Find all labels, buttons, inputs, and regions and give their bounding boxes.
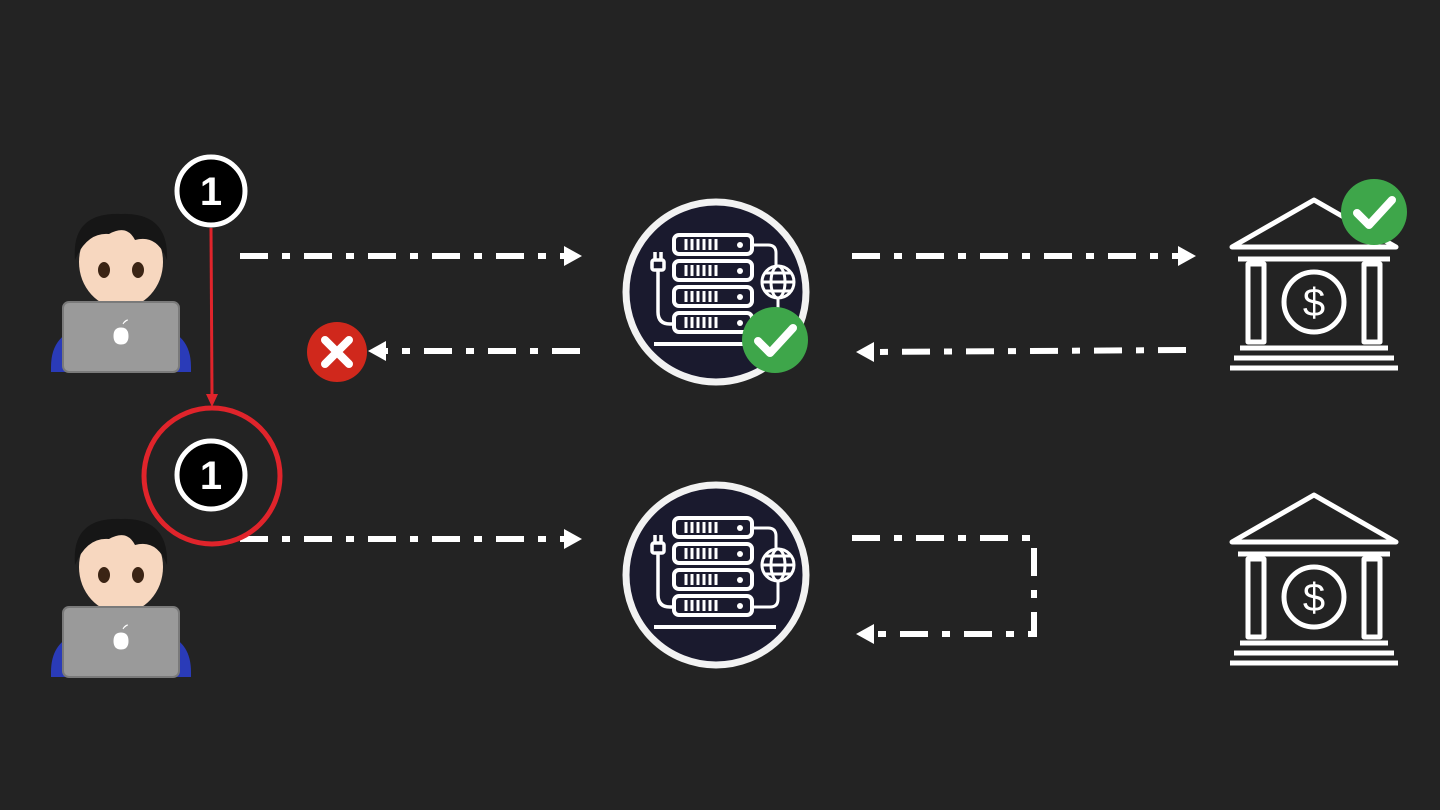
flow-arrow-server-to-user-failed	[368, 341, 580, 361]
x-icon-response-failed	[307, 322, 367, 382]
svg-text:1: 1	[200, 170, 222, 214]
user-icon-bottom	[51, 519, 191, 677]
step-badge-top: 1	[177, 157, 245, 225]
svg-text:1: 1	[200, 454, 222, 498]
flow-arrow-server-loopback	[852, 538, 1034, 644]
retry-connector	[206, 228, 218, 407]
step-badge-bottom: 1	[177, 441, 245, 509]
check-icon-bank-top	[1341, 179, 1407, 245]
flow-arrow-user-to-server-bottom	[240, 529, 582, 549]
flow-arrow-server-to-bank	[852, 246, 1196, 266]
bank-icon-bottom	[1230, 495, 1398, 663]
server-icon-bottom	[626, 485, 806, 665]
check-icon-server-top	[742, 307, 808, 373]
flow-arrow-user-to-server-top	[240, 246, 582, 266]
user-icon-top	[51, 214, 191, 372]
flow-arrow-bank-to-server	[856, 342, 1186, 362]
